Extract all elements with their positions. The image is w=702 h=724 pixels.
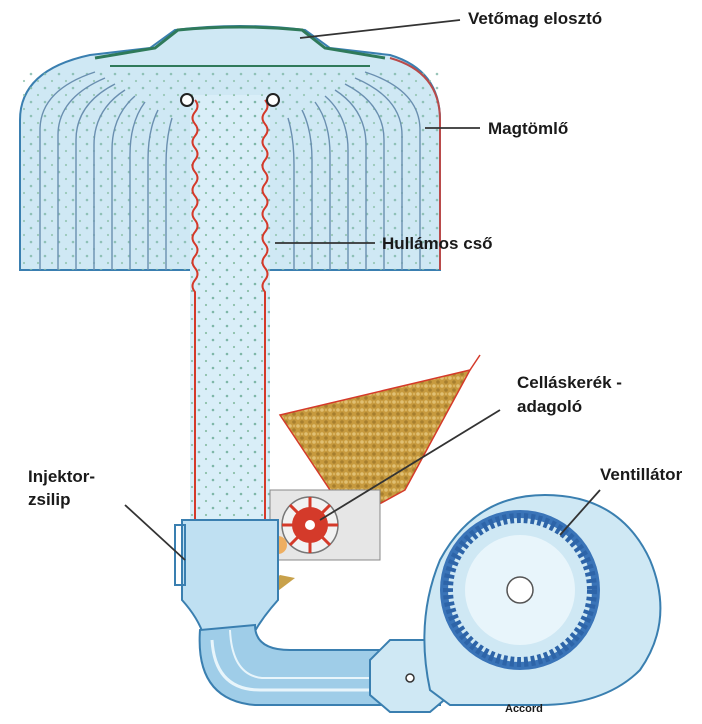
label-corrugated-pipe: Hullámos cső — [382, 234, 493, 253]
label-injector-line1: Injektor- — [28, 467, 95, 486]
brand-mark: Accord — [505, 703, 543, 715]
injector-sluice — [175, 520, 278, 640]
label-fan: Ventillátor — [600, 465, 683, 484]
label-injector-line2: zsilip — [28, 490, 71, 509]
fan-ventilator — [424, 495, 660, 705]
label-seed-hose: Magtömlő — [488, 119, 568, 138]
label-cell-wheel-line2: adagoló — [517, 397, 582, 416]
label-seed-distributor: Vetőmag elosztó — [468, 9, 602, 28]
label-cell-wheel-line1: Celláskerék - — [517, 373, 622, 392]
